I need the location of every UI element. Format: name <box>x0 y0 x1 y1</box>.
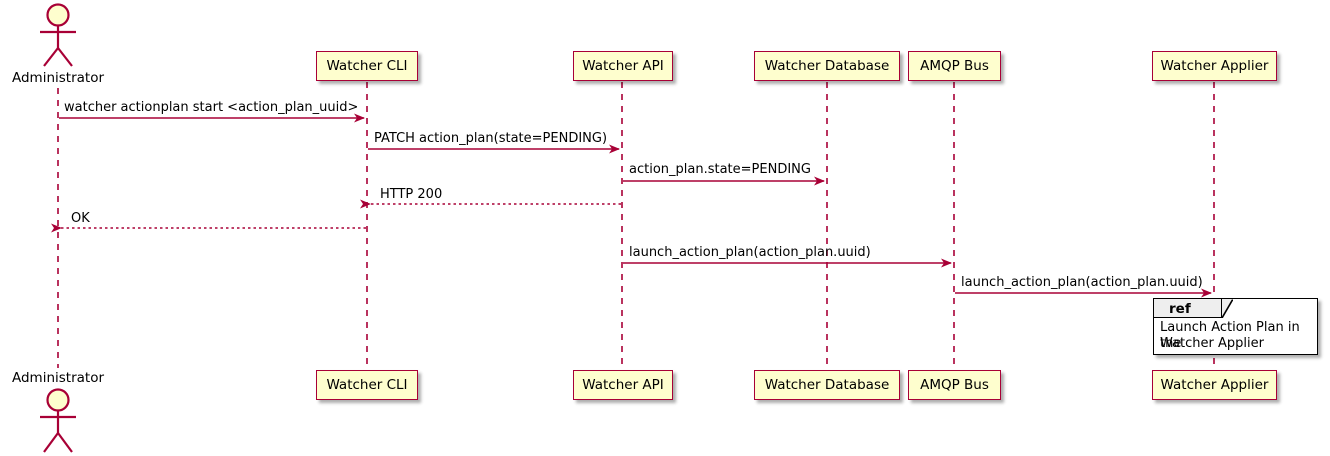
participant-box-watcher-applier-bottom[interactable]: Watcher Applier <box>1152 370 1277 400</box>
ref-fragment-body-line-2: Watcher Applier <box>1160 336 1264 351</box>
message-label-1: watcher actionplan start <action_plan_uu… <box>64 100 359 115</box>
actor-label-administrator-bottom: Administrator <box>11 370 105 386</box>
message-arrows <box>51 113 1212 298</box>
ref-fragment-tab <box>1154 299 1222 318</box>
participant-box-amqp-bus-bottom[interactable]: AMQP Bus <box>908 370 1001 400</box>
actor-figure-administrator-top <box>40 3 76 67</box>
participant-box-watcher-database-top[interactable]: Watcher Database <box>754 51 900 81</box>
ref-fragment-body-line-1: Launch Action Plan in the <box>1160 320 1300 351</box>
message-label-5: OK <box>71 211 90 226</box>
participant-box-watcher-database-bottom[interactable]: Watcher Database <box>754 370 900 400</box>
participant-box-watcher-applier-top[interactable]: Watcher Applier <box>1152 51 1277 81</box>
message-label-7: launch_action_plan(action_plan.uuid) <box>961 275 1203 290</box>
lifelines <box>57 82 1215 370</box>
message-label-4: HTTP 200 <box>380 187 443 202</box>
message-label-3: action_plan.state=PENDING <box>629 162 811 177</box>
participant-box-watcher-cli-bottom[interactable]: Watcher CLI <box>316 370 418 400</box>
ref-fragment-tab-notch-icon <box>1222 299 1233 318</box>
message-label-6: launch_action_plan(action_plan.uuid) <box>629 245 871 260</box>
actor-figure-administrator-bottom <box>40 388 76 453</box>
participant-box-watcher-api-top[interactable]: Watcher API <box>573 51 673 81</box>
participant-box-amqp-bus-top[interactable]: AMQP Bus <box>908 51 1001 81</box>
message-label-2: PATCH action_plan(state=PENDING) <box>374 131 608 146</box>
ref-fragment: ref Launch Action Plan in the Watcher Ap… <box>1153 298 1318 355</box>
actor-label-administrator-top: Administrator <box>11 70 105 86</box>
participant-box-watcher-cli-top[interactable]: Watcher CLI <box>316 51 418 81</box>
participant-box-watcher-api-bottom[interactable]: Watcher API <box>573 370 673 400</box>
ref-fragment-tab-label: ref <box>1169 301 1191 317</box>
